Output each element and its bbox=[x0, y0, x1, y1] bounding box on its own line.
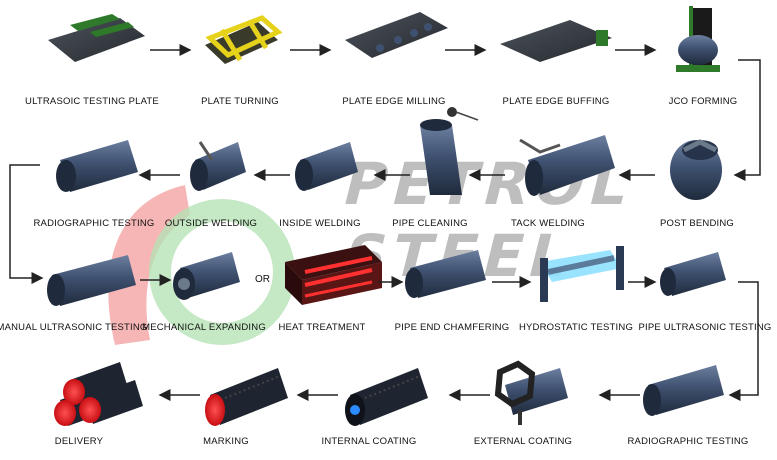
label-radiographic-testing: RADIOGRAPHIC TESTING bbox=[33, 218, 155, 229]
delivery-illustration bbox=[54, 362, 143, 426]
label-hydrostatic-testing: HYDROSTATIC TESTING bbox=[518, 322, 634, 333]
label-heat-treatment: HEAT TREATMENT bbox=[278, 322, 366, 333]
radiographic-testing-illustration bbox=[56, 140, 138, 192]
label-delivery: DELIVERY bbox=[54, 436, 104, 447]
tack-welding-illustration bbox=[519, 135, 615, 196]
heat-treatment-illustration bbox=[285, 245, 382, 305]
label-plate-edge-milling: PLATE EDGE MILLING bbox=[342, 96, 446, 107]
label-external-coating: EXTERNAL COATING bbox=[473, 436, 573, 447]
jco-forming-illustration bbox=[676, 6, 720, 72]
outside-welding-illustration bbox=[190, 141, 246, 191]
label-pipe-end-chamfering: PIPE END CHAMFERING bbox=[394, 322, 510, 333]
label-pipe-ultrasonic-testing: PIPE ULTRASONIC TESTING bbox=[638, 322, 772, 333]
pipe-end-chamfering-illustration bbox=[405, 250, 486, 298]
external-coating-illustration bbox=[494, 360, 568, 425]
plate-edge-milling-illustration bbox=[345, 12, 448, 58]
arrow-5 bbox=[733, 59, 761, 181]
label-radiographic-testing-2: RADIOGRAPHIC TESTING bbox=[627, 436, 749, 447]
post-bending-illustration bbox=[670, 139, 722, 200]
marking-illustration bbox=[205, 368, 288, 426]
inside-welding-illustration bbox=[295, 142, 358, 191]
pipe-cleaning-illustration bbox=[420, 107, 479, 195]
plate-turning-illustration bbox=[205, 15, 283, 64]
flow-arrows bbox=[9, 44, 761, 401]
pipe-ultrasonic-illustration bbox=[660, 252, 726, 296]
mechanical-expanding-illustration bbox=[173, 252, 240, 300]
arrow-11 bbox=[9, 164, 44, 284]
label-pipe-cleaning: PIPE CLEANING bbox=[392, 218, 468, 229]
label-jco-forming: JCO FORMING bbox=[668, 96, 738, 107]
label-tack-welding: TACK WELDING bbox=[510, 218, 586, 229]
label-inside-welding: INSIDE WELDING bbox=[279, 218, 361, 229]
plate-ultrasonic-illustration bbox=[48, 14, 145, 62]
radiographic-testing-2-illustration bbox=[643, 365, 724, 416]
manual-ultrasonic-illustration bbox=[47, 255, 136, 306]
logo-green-ring bbox=[149, 199, 295, 345]
label-plate-turning: PLATE TURNING bbox=[201, 96, 279, 107]
label-plate-edge-buffing: PLATE EDGE BUFFING bbox=[502, 96, 610, 107]
or-text: OR bbox=[255, 274, 270, 285]
label-post-bending: POST BENDING bbox=[659, 218, 735, 229]
label-manual-ultrasonic-testing: MANUAL ULTRASONIC TESTING bbox=[0, 322, 148, 333]
arrow-16 bbox=[728, 281, 759, 401]
label-internal-coating: INTERNAL COATING bbox=[321, 436, 417, 447]
plate-edge-buffing-illustration bbox=[500, 20, 612, 62]
label-outside-welding: OUTSIDE WELDING bbox=[164, 218, 258, 229]
hydrostatic-testing-illustration bbox=[540, 246, 624, 302]
label-mechanical-expanding: MECHANICAL EXPANDING bbox=[142, 322, 266, 333]
internal-coating-illustration bbox=[345, 368, 428, 426]
label-marking: MARKING bbox=[203, 436, 249, 447]
label-ultrasonic-testing-plate: ULTRASOIC TESTING PLATE bbox=[25, 96, 159, 107]
